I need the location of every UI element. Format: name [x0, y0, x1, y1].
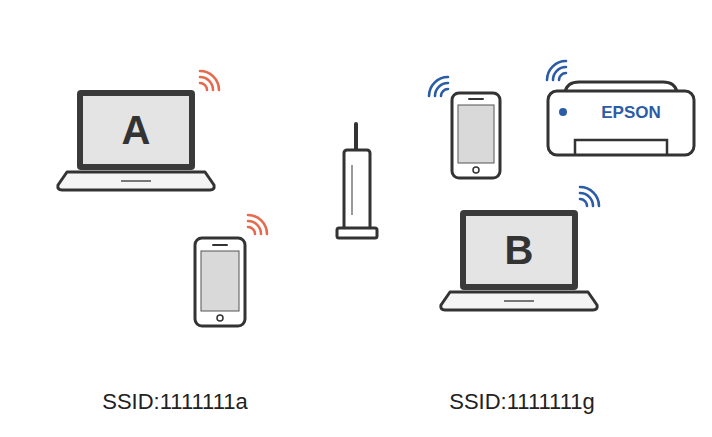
wifi-signal	[580, 187, 599, 206]
ssid-label: SSID:1111111a	[5, 388, 345, 416]
smartphone	[452, 93, 500, 178]
wifi-signal	[200, 71, 219, 90]
network-circle: SSID:1111111gEPSONB	[352, 22, 692, 362]
brand-label: EPSON	[579, 100, 683, 126]
printer: EPSON	[545, 78, 697, 163]
network-circle: SSID:1111111aA	[22, 22, 362, 362]
wifi-signal	[429, 77, 448, 96]
wireless-router	[337, 124, 377, 238]
circle-outline	[22, 22, 362, 362]
smartphone	[195, 238, 245, 326]
screen-letter: A	[83, 96, 189, 164]
ssid-label: SSID:1111111g	[352, 388, 692, 416]
wifi-signal	[248, 215, 267, 234]
wifi-signal	[547, 61, 566, 80]
laptop-computer: A	[55, 88, 217, 193]
laptop-computer: B	[438, 208, 600, 313]
screen-letter: B	[466, 216, 572, 284]
